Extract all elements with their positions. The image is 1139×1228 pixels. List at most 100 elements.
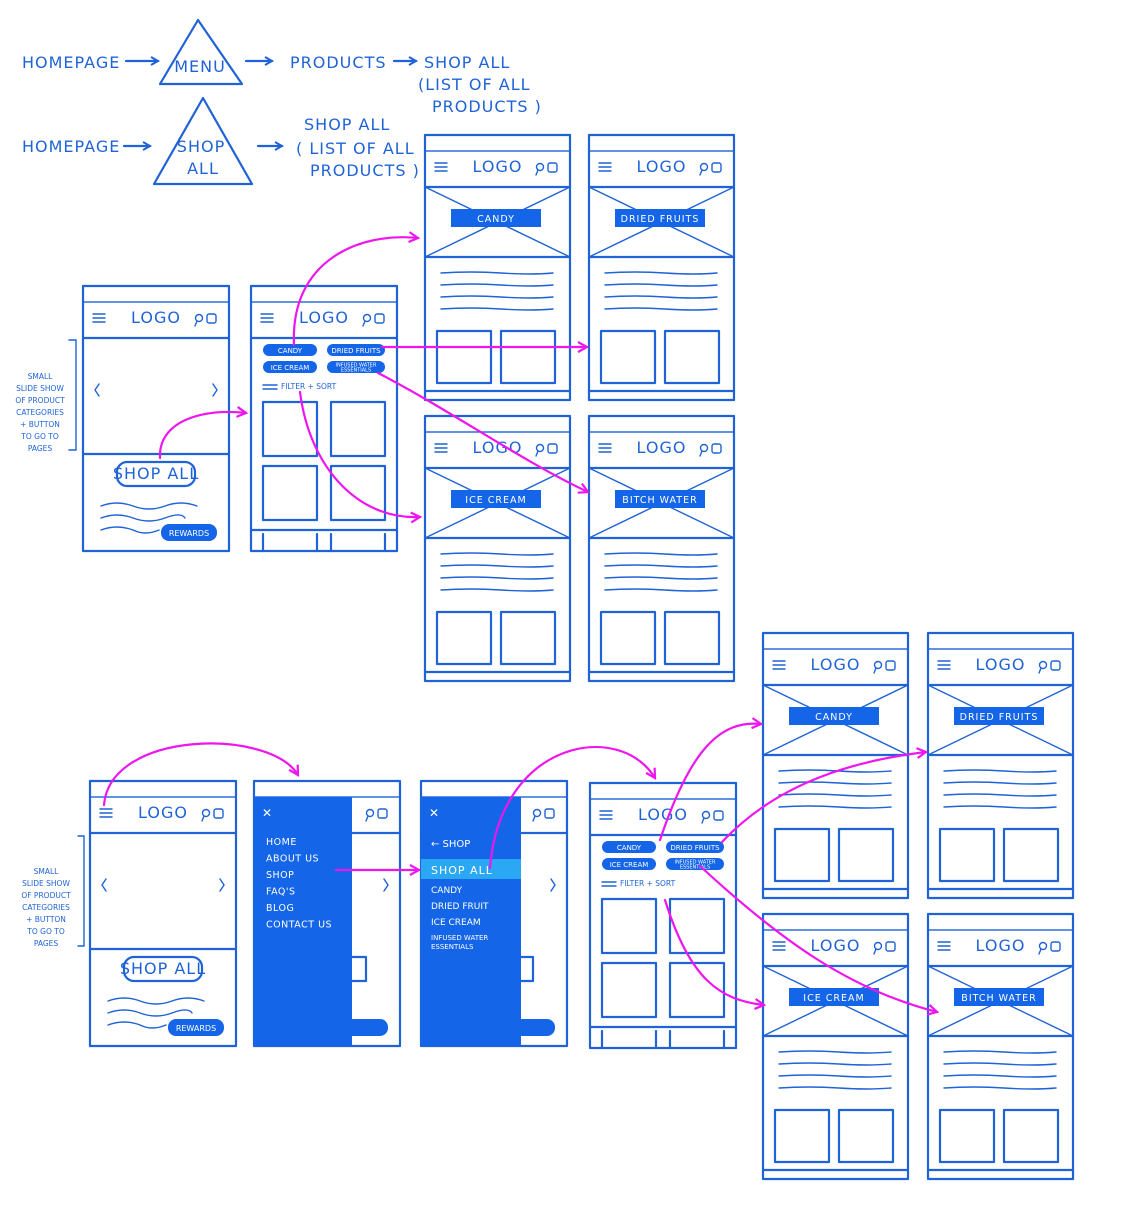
flow-products-label: PRODUCTS — [290, 53, 387, 72]
cart-icon — [1050, 660, 1061, 671]
category-pill-label: ESSENTIALS — [341, 368, 371, 374]
cart-icon — [885, 660, 896, 671]
cart-icon — [213, 808, 224, 819]
status-bar — [762, 632, 909, 650]
category-banner — [789, 707, 879, 725]
product-tile — [600, 897, 658, 955]
flow-menu-label: MENU — [174, 57, 226, 76]
flow-list-label: (LIST OF ALL — [418, 75, 531, 94]
category-pill-label: DRIED FRUITS — [331, 347, 381, 355]
search-icon — [873, 660, 883, 674]
cart-icon — [547, 443, 558, 454]
navigation-arrow — [698, 864, 937, 1012]
text-line — [604, 271, 718, 275]
side-note-line: CATEGORIES — [22, 903, 70, 912]
text-line — [943, 1086, 1057, 1090]
rewards-button — [511, 1019, 555, 1036]
rewards-button-label: REWARDS — [169, 529, 209, 538]
chevron-right-icon — [550, 878, 556, 892]
chevron-left-icon — [94, 383, 100, 397]
logo: LOGO — [976, 655, 1026, 674]
category-banner — [451, 490, 541, 508]
flow-list-label-2: ( LIST OF ALL — [296, 139, 415, 158]
text-line — [604, 588, 718, 592]
menu-item: BLOG — [266, 903, 294, 914]
category-banner — [954, 707, 1044, 725]
menu-item: HOME — [266, 837, 297, 848]
text-squiggle — [107, 1009, 193, 1017]
navigation-arrow — [158, 412, 246, 460]
shop-all-button-label: SHOP ALL — [120, 959, 206, 978]
cart-icon — [374, 313, 385, 324]
product-tile — [600, 961, 658, 1019]
menu-drawer — [254, 797, 352, 1046]
navigation-arrow — [488, 746, 655, 870]
navigation-arrow — [720, 752, 926, 844]
side-note-line: PAGES — [34, 939, 59, 948]
text-line — [604, 283, 718, 287]
navigation-arrow — [658, 724, 761, 842]
text-line — [440, 552, 554, 556]
text-line — [440, 576, 554, 580]
status-bar — [588, 415, 735, 433]
status-bar — [589, 782, 737, 800]
product-tile — [599, 329, 657, 385]
close-icon: ✕ — [429, 806, 439, 820]
navigation-arrow — [663, 898, 764, 1005]
search-icon — [201, 808, 211, 822]
hamburger-icon — [599, 810, 613, 820]
menu-item-shop-all: SHOP ALL — [431, 864, 493, 877]
text-line — [778, 1062, 892, 1066]
status-bar — [762, 913, 909, 931]
back-to-menu: ← SHOP — [431, 839, 470, 850]
hamburger-icon — [598, 443, 612, 453]
product-tile — [837, 1108, 895, 1164]
text-squiggle — [107, 997, 205, 1005]
search-icon — [362, 313, 372, 327]
logo: LOGO — [138, 803, 188, 822]
category-pill — [602, 858, 656, 870]
menu-item: CANDY — [431, 886, 463, 896]
menu-drawer — [421, 797, 521, 1046]
product-tile — [329, 464, 387, 522]
category-pill-label: DRIED FRUITS — [670, 844, 720, 852]
menu-item: FAQ'S — [266, 887, 296, 898]
logo: LOGO — [131, 308, 181, 327]
menu-item: ABOUT US — [266, 854, 319, 865]
filter-sort-label: FILTER + SORT — [281, 382, 337, 391]
product-tile — [499, 329, 557, 385]
search-icon — [699, 162, 709, 176]
status-bar — [927, 913, 1074, 931]
category-pill — [263, 344, 317, 356]
side-note-line: OF PRODUCT — [15, 396, 65, 405]
chevron-right-icon — [383, 878, 389, 892]
side-note-line: TO GO TO — [26, 927, 65, 936]
status-bar — [250, 285, 398, 303]
hamburger-icon — [99, 808, 113, 818]
text-line — [604, 307, 718, 311]
text-line — [778, 805, 892, 809]
side-note-line: + BUTTON — [20, 420, 60, 429]
flow-homepage-label-2: HOMEPAGE — [22, 137, 120, 156]
cart-icon — [544, 808, 555, 819]
category-pill-label: CANDY — [617, 844, 642, 852]
category-pill-label: ICE CREAM — [610, 861, 649, 869]
hamburger-icon — [260, 313, 274, 323]
flow-homepage-label: HOMEPAGE — [22, 53, 120, 72]
cart-icon — [713, 810, 724, 821]
navigation-arrow — [376, 371, 588, 492]
text-line — [778, 1086, 892, 1090]
cart-icon — [206, 313, 217, 324]
menu-item: CONTACT US — [266, 920, 332, 931]
flow-all-label: ALL — [187, 159, 219, 178]
category-banner-label: CANDY — [815, 712, 853, 723]
product-tile — [499, 610, 557, 666]
side-note-bracket — [68, 339, 77, 451]
product-tile — [1002, 827, 1060, 883]
